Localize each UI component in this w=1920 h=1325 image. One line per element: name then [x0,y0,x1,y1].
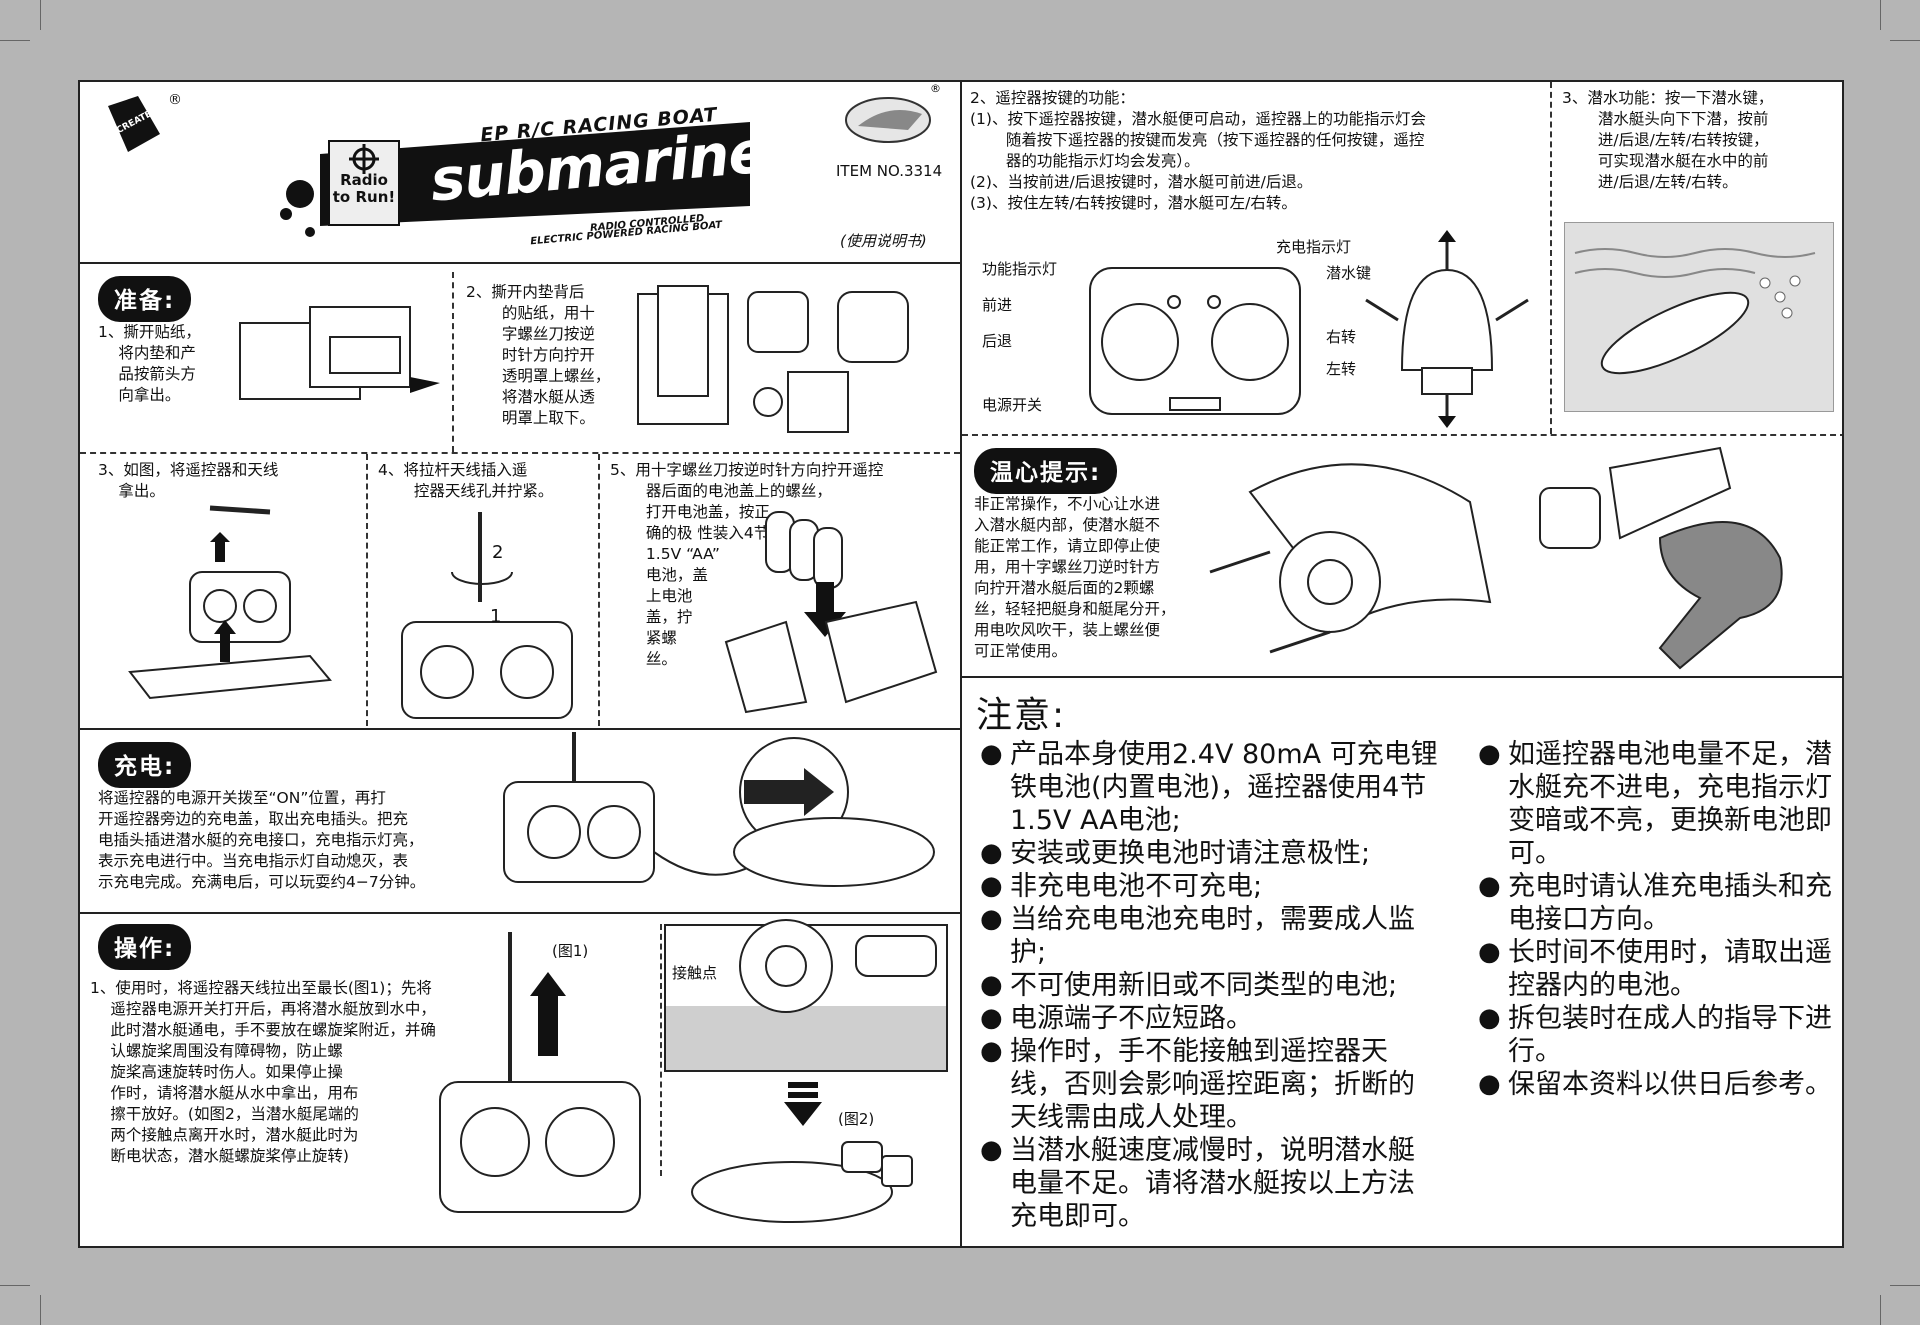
crop-mark [1880,1295,1881,1325]
label-backward: 后退 [982,332,1013,350]
submarine-surface-illustration [691,1141,913,1223]
badge-line-2: to Run! [332,188,396,206]
operate-vdiv [660,924,662,1176]
notice-item: 长时间不使用时，请取出遥控器内的电池。 [1478,936,1838,1002]
label-dive-button: 潜水键 [1326,264,1372,282]
prep-step-2: 2、撕开内垫背后 的贴纸，用十 字螺丝刀按逆 时针方向拧开 透明罩上螺丝， 将潜… [466,283,611,427]
hair-dryer-illustration [1539,446,1783,670]
prep-vdiv-3 [598,454,600,726]
prep-vdiv-2 [366,454,368,726]
prep-divider [80,452,960,454]
registered-mark: ® [168,92,182,108]
operate-remote-illustration [439,932,641,1213]
notice-item: 拆包装时在成人的指导下进行。 [1478,1002,1838,1068]
dive-water-panel [1564,222,1834,412]
notice-item: 当潜水艇速度减慢时，说明潜水艇电量不足。请将潜水艇按以上方法充电即可。 [980,1134,1440,1233]
manual-sheet: CREATE TOYS ® Radio to Run! EP R/C RACIN… [78,80,1844,1248]
case-open-illustration [637,285,909,433]
crop-mark [1880,0,1881,30]
notice-item: 如遥控器电池电量不足，潜水艇充不进电，充电指示灯变暗或不亮，更换新电池即可。 [1478,738,1838,870]
charging-illustration [503,732,935,887]
step4-number-2: 2 [492,542,504,563]
figure-1-label: (图1) [552,942,589,960]
notice-title: 注意: [976,695,1067,736]
item-number: ITEM NO.3314 [836,162,943,180]
dive-function-text: 3、潜水功能：按一下潜水键， 潜水艇头向下下潜，按前 进/后退/左转/右转按键，… [1562,89,1774,191]
battery-install-illustration [724,511,938,714]
crop-mark [1890,1285,1920,1286]
operate-title: 操作: [98,924,192,970]
tips-text: 非正常操作，不小心让水进 入潜水艇内部，使潜水艇不 能正常工作，请立即停止使 用… [974,495,1176,660]
charge-title: 充电: [98,742,192,788]
contact-figure-box: 接触点 [664,919,948,1072]
right-vdiv [1550,82,1552,434]
label-power-switch: 电源开关 [982,396,1043,414]
button-functions-text: 2、遥控器按键的功能： (1)、按下遥控器按键，潜水艇便可启动，遥控器上的功能指… [970,89,1426,212]
boat-logo-icon: ® [845,82,941,143]
notice-item: 充电时请认准充电插头和充电接口方向。 [1478,870,1838,936]
remote-top-view-illustration [1089,267,1301,415]
crop-mark [40,0,41,30]
crop-mark [1890,40,1920,41]
submarine-repair-illustration [1209,463,1492,654]
crop-mark [0,1285,30,1286]
prep-step-1: 1、撕开贴纸， 将内垫和产 品按箭头方 向拿出。 [98,323,201,404]
notice-item: 不可使用新旧或不同类型的电池; [980,969,1440,1002]
label-turn-left: 左转 [1326,360,1357,378]
notice-list-left: 产品本身使用2.4V 80mA 可充电锂铁电池(内置电池)，遥控器使用4节1.5… [980,738,1440,1233]
step4-number-1: 1 [490,606,502,627]
brand-logo: CREATE TOYS ® [98,92,182,156]
banner-graphic [280,122,750,237]
notice-top-rule [962,676,1842,678]
water-band [666,1006,946,1070]
label-function-indicator: 功能指示灯 [982,260,1058,278]
notice-item: 安装或更换电池时请注意极性; [980,837,1440,870]
prep-step-3: 3、如图，将遥控器和天线 拿出。 [98,461,279,500]
brand-logo-icon: CREATE TOYS [108,95,180,152]
submarine-front-illustration [1365,230,1529,428]
ship-wheel-icon [349,144,379,174]
prep-step-4: 4、将拉杆天线插入遥 控器天线孔并拧紧。 [378,461,554,500]
badge-line-1: Radio [340,171,388,189]
operate-top-rule [80,912,960,914]
down-arrow-icon [784,1082,822,1126]
stern-closeup-illustration [739,919,937,1013]
operate-text: 1、使用时，将遥控器天线拉出至最长(图1)；先将 遥控器电源开关打开后，再将潜水… [90,979,436,1165]
notice-item: 电源端子不应短路。 [980,1002,1440,1035]
notice-item: 操作时，手不能接触到遥控器天线，否则会影响遥控距离；折断的天线需由成人处理。 [980,1035,1440,1134]
tips-title: 温心提示: [974,448,1118,494]
contact-point-label: 接触点 [672,962,718,983]
right-divider-1 [962,434,1842,436]
center-divider [960,82,962,1246]
header-banner: Radio to Run! EP R/C RACING BOAT submari… [280,104,770,247]
label-turn-right: 右转 [1326,328,1357,346]
antenna-install-illustration [401,512,573,719]
prep-title: 准备: [98,276,192,322]
manual-label: (使用说明书) [840,232,927,250]
header-divider [80,262,960,264]
packaging-illustration [239,306,440,400]
crop-mark [40,1295,41,1325]
label-charge-indicator: 充电指示灯 [1276,238,1352,256]
prep-vdiv-1 [452,272,454,452]
figure-2-label: (图2) [838,1110,875,1128]
charge-top-rule [80,728,960,730]
remote-antenna-illustration [128,505,332,700]
boat-logo: ® [838,82,941,154]
radio-to-run-badge: Radio to Run! [328,140,400,226]
svg-text:®: ® [930,82,941,95]
prep-step-5: 5、用十字螺丝刀按逆时针方向拧开遥控 器后面的电池盖上的螺丝， 打开电池盖，按正… [610,461,884,668]
notice-list-right: 如遥控器电池电量不足，潜水艇充不进电，充电指示灯变暗或不亮，更换新电池即可。充电… [1478,738,1838,1101]
notice-item: 保留本资料以供日后参考。 [1478,1068,1838,1101]
charge-text: 将遥控器的电源开关拨至“ON”位置，再打 开遥控器旁边的充电盖，取出充电插头。把… [98,789,426,891]
notice-item: 当给充电电池充电时，需要成人监护; [980,903,1440,969]
submarine-dive-illustration [1574,248,1816,375]
crop-mark [0,40,30,41]
label-forward: 前进 [982,296,1013,314]
notice-item: 产品本身使用2.4V 80mA 可充电锂铁电池(内置电池)，遥控器使用4节1.5… [980,738,1440,837]
notice-item: 非充电电池不可充电; [980,870,1440,903]
